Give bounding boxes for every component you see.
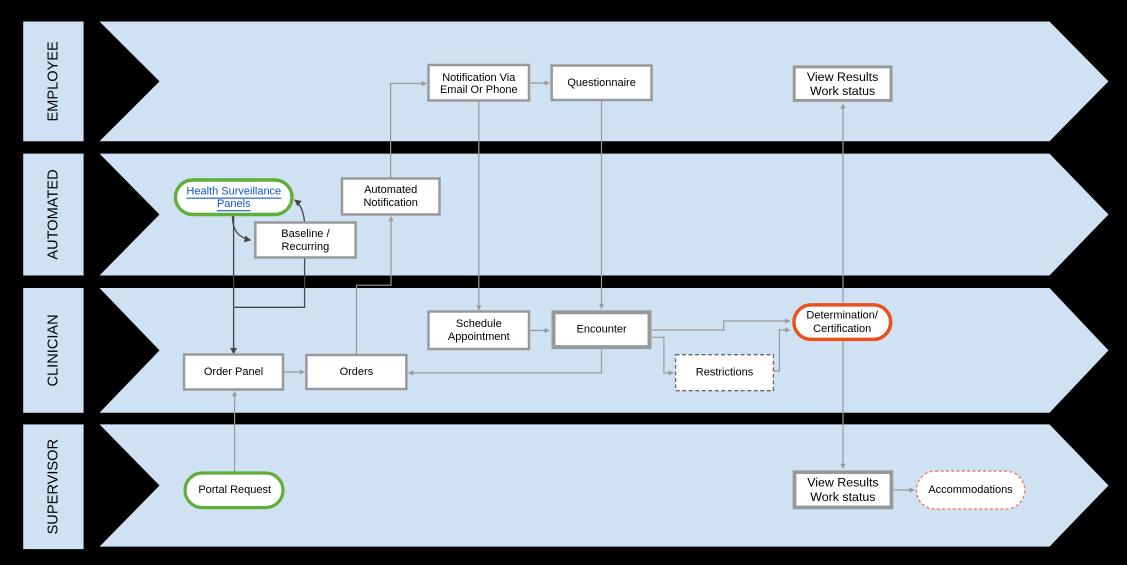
svg-text:Baseline /Recurring: Baseline /Recurring — [281, 228, 330, 253]
svg-text:SUPERVISOR: SUPERVISOR — [45, 439, 61, 534]
svg-text:Orders: Orders — [340, 366, 374, 378]
svg-text:Encounter: Encounter — [577, 324, 627, 336]
svg-text:Determination/Certification: Determination/Certification — [806, 309, 878, 335]
svg-text:Portal Request: Portal Request — [198, 484, 271, 496]
svg-text:Accommodations: Accommodations — [928, 484, 1013, 496]
svg-text:Order Panel: Order Panel — [204, 366, 263, 378]
svg-text:Questionnaire: Questionnaire — [567, 77, 636, 89]
svg-text:Restrictions: Restrictions — [696, 367, 754, 379]
svg-text:EMPLOYEE: EMPLOYEE — [45, 41, 61, 122]
svg-text:CLINICIAN: CLINICIAN — [45, 314, 61, 386]
svg-text:AUTOMATED: AUTOMATED — [45, 169, 61, 259]
